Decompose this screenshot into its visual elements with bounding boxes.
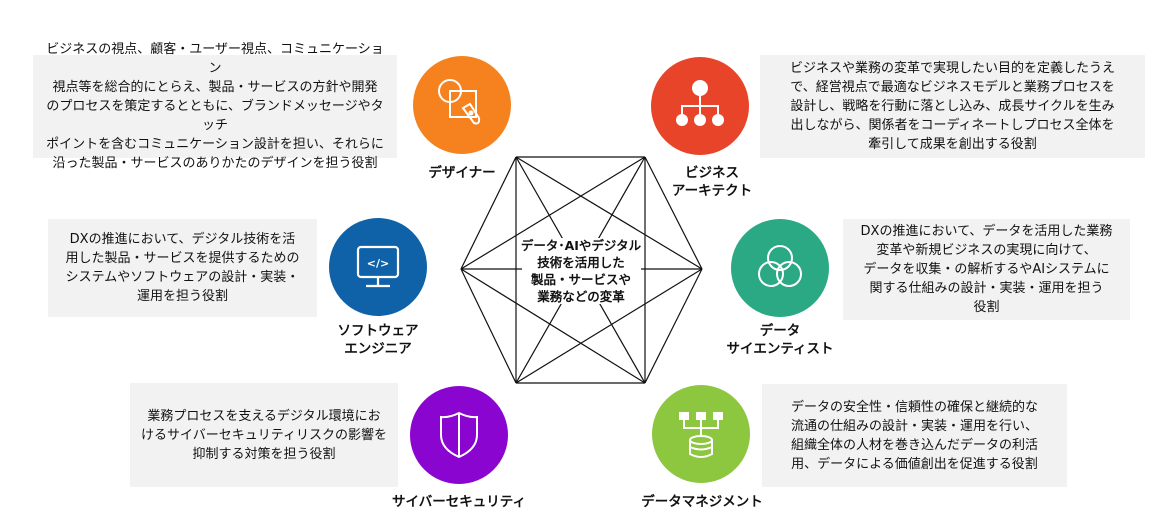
venn-diagram-icon: [758, 245, 802, 287]
svg-text:</>: </>: [367, 257, 389, 270]
business-architect-circle: [651, 57, 749, 155]
software-engineer-description: DXの推進において、デジタル技術を活 用した製品・サービスを提供するための シス…: [48, 219, 317, 317]
code-monitor-icon: </>: [356, 245, 400, 288]
software-engineer-label: ソフトウェア エンジニア: [337, 323, 419, 357]
designer-circle: [413, 56, 511, 154]
data-scientist-circle: [731, 219, 829, 317]
org-chart-icon: [676, 80, 724, 126]
hexagon-edge: [515, 268, 703, 384]
hexagon-edge: [515, 156, 703, 270]
hexagon-edge: [644, 268, 703, 384]
center-concept-text: データ･AIやデジタル 技術を活用した 製品・サービスや 業務などの変革: [520, 238, 642, 304]
cyber-security-description: 業務プロセスを支えるデジタル環境にお けるサイバーセキュリティリスクの影響を 抑…: [130, 383, 398, 487]
business-architect-description: ビジネスや業務の変革で実現したい目的を定義したうえ で、経営視点で最適なビジネス…: [760, 55, 1145, 158]
data-scientist-label: データ サイエンティスト: [726, 323, 834, 357]
hexagon-edge: [460, 156, 646, 270]
data-management-circle: [652, 385, 750, 483]
hexagon-edge: [644, 156, 703, 270]
database-icon: [679, 412, 723, 458]
designer-label: デザイナー: [428, 165, 496, 181]
shield-icon: [440, 411, 478, 459]
data-management-label: データマネジメント: [641, 494, 763, 510]
data-scientist-description: DXの推進において、データを活用した業務 変革や新規ビジネスの実現に向けて、 デ…: [843, 219, 1130, 320]
design-pen-icon: [438, 79, 481, 125]
cyber-security-circle: [410, 386, 508, 484]
designer-description: ビジネスの視点、顧客・ユーザー視点、コミュニケーション 視点等を総合的にとらえ、…: [33, 42, 397, 171]
hexagon-edge: [460, 268, 517, 384]
data-management-description: データの安全性・信頼性の確保と継続的な 流通の仕組みの設計・実装・運用を行い、 …: [762, 384, 1067, 487]
center-text-backdrop: [522, 238, 641, 304]
cyber-security-label: サイバーセキュリティ: [392, 494, 526, 510]
hexagon-edge: [460, 156, 517, 270]
software-engineer-circle: </>: [329, 218, 427, 316]
hexagon-edge: [460, 268, 646, 384]
business-architect-label: ビジネス アーキテクト: [671, 165, 753, 199]
